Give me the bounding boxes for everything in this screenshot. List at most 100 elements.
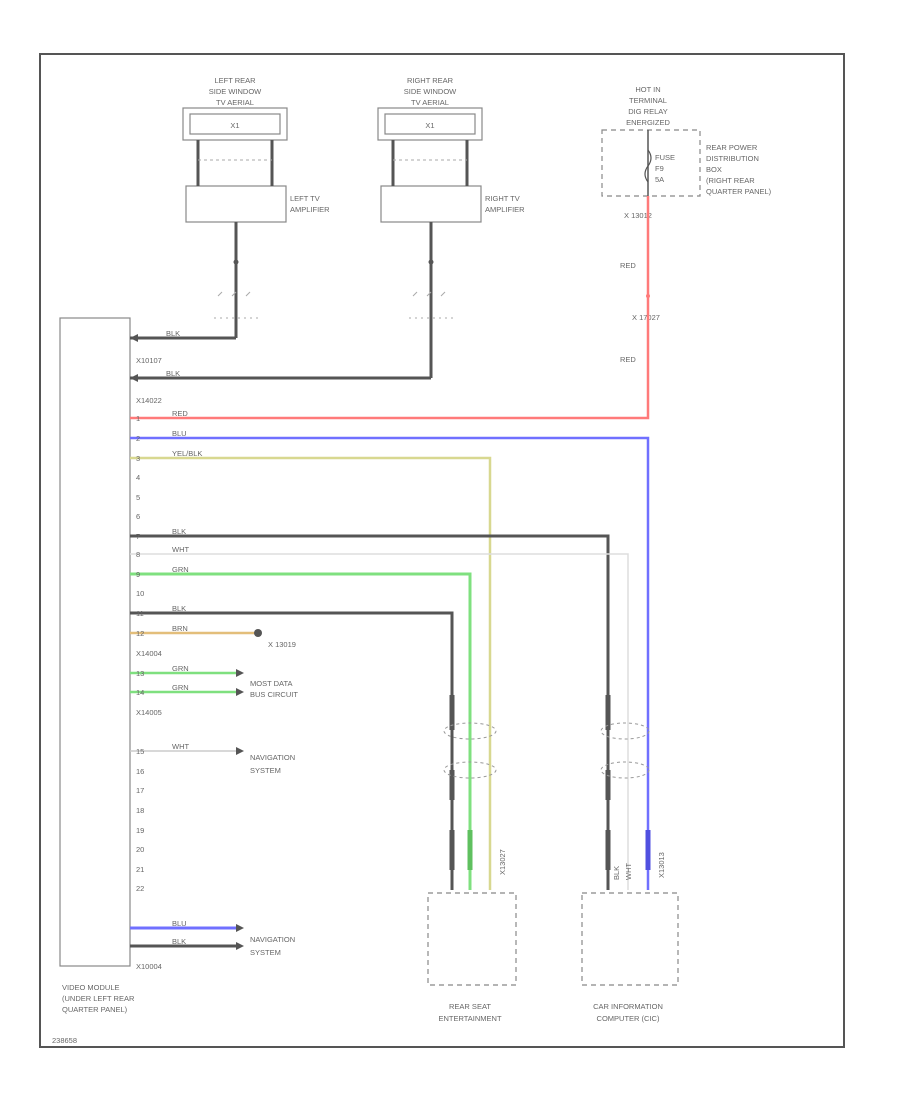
hot-in-3: DIG RELAY xyxy=(628,107,667,116)
left-antenna: LEFT REAR SIDE WINDOW TV AERIAL X1 xyxy=(182,76,288,141)
pin-6: 6 xyxy=(136,512,140,521)
pin-7: 7 xyxy=(136,532,140,541)
cic-label-2: COMPUTER (CIC) xyxy=(597,1014,660,1023)
blk-nav-label: BLK xyxy=(172,937,186,946)
pin-9: 9 xyxy=(136,570,140,579)
right-antenna-label-1: RIGHT REAR xyxy=(407,76,454,85)
video-module-label-2: (UNDER LEFT REAR xyxy=(62,994,135,1003)
x14022-label: X14022 xyxy=(136,396,162,405)
fuse-label-2: F9 xyxy=(655,164,664,173)
fuse-box: FUSE F9 5A REAR POWER DISTRIBUTION BOX (… xyxy=(601,129,772,200)
pin-14: 14 xyxy=(136,688,144,697)
pin-22: 22 xyxy=(136,884,144,893)
hot-in-2: TERMINAL xyxy=(629,96,667,105)
brn-row-label: BRN xyxy=(172,624,188,633)
pin-16: 16 xyxy=(136,767,144,776)
left-coax xyxy=(196,140,274,186)
wire-wht-cic: WHT xyxy=(130,545,629,890)
x10004-label: X10004 xyxy=(136,962,162,971)
left-amp-label-1: LEFT TV xyxy=(290,194,320,203)
cic-wht-label: WHT xyxy=(624,863,633,880)
wire-brn: BRN X 13019 X14004 xyxy=(130,624,296,658)
rse-label-2: ENTERTAINMENT xyxy=(438,1014,501,1023)
pin-4: 4 xyxy=(136,473,140,482)
nav1-label-1: NAVIGATION xyxy=(250,753,295,762)
red-row-label: RED xyxy=(172,409,188,418)
fuse-box-3: BOX xyxy=(706,165,722,174)
fuse-label-3: 5A xyxy=(655,175,664,184)
right-antenna-label-3: TV AERIAL xyxy=(411,98,449,107)
pin-15: 15 xyxy=(136,747,144,756)
left-amp: LEFT TV AMPLIFIER xyxy=(185,185,330,223)
inline-connectors: WHT BLK X13013 xyxy=(443,695,666,880)
pin-8: 8 xyxy=(136,550,140,559)
blk-row2-label: BLK xyxy=(172,604,186,613)
x14004-label: X14004 xyxy=(136,649,162,658)
module-pins: 1 2 3 4 5 6 7 8 9 10 11 12 13 14 15 16 1… xyxy=(136,414,144,893)
blk-row-label: BLK xyxy=(172,527,186,536)
pin-18: 18 xyxy=(136,806,144,815)
blu-row-label: BLU xyxy=(172,429,187,438)
pin-1: 1 xyxy=(136,414,140,423)
video-module-label-3: QUARTER PANEL) xyxy=(62,1005,128,1014)
hot-in-1: HOT IN xyxy=(635,85,660,94)
diagram-frame xyxy=(39,53,845,1048)
x13027-label: X13027 xyxy=(498,849,507,875)
video-module: VIDEO MODULE (UNDER LEFT REAR QUARTER PA… xyxy=(59,317,135,1014)
pin-3: 3 xyxy=(136,454,140,463)
left-antenna-pin: X1 xyxy=(230,121,239,130)
x13013-label: X13013 xyxy=(657,852,666,878)
pin-17: 17 xyxy=(136,786,144,795)
hot-in-label: HOT IN TERMINAL DIG RELAY ENERGIZED xyxy=(626,85,670,127)
right-antenna: RIGHT REAR SIDE WINDOW TV AERIAL X1 xyxy=(377,76,483,141)
yel-row-label: YEL/BLK xyxy=(172,449,202,458)
nav2-label-1: NAVIGATION xyxy=(250,935,295,944)
most-bus-label-2: BUS CIRCUIT xyxy=(250,690,298,699)
grn-most1-label: GRN xyxy=(172,664,189,673)
x13019-label: X 13019 xyxy=(268,640,296,649)
pin-13: 13 xyxy=(136,669,144,678)
grn-row-label: GRN xyxy=(172,565,189,574)
blk-top-label: BLK xyxy=(166,329,180,338)
right-amp: RIGHT TV AMPLIFIER xyxy=(380,185,525,223)
right-antenna-label-2: SIDE WINDOW xyxy=(404,87,457,96)
cic-blk-label: BLK xyxy=(612,866,621,880)
red-label-1: RED xyxy=(620,261,636,270)
rse-label-1: REAR SEAT xyxy=(449,1002,491,1011)
fuse-box-1: REAR POWER xyxy=(706,143,758,152)
cic-label-1: CAR INFORMATION xyxy=(593,1002,663,1011)
wht-row-label: WHT xyxy=(172,545,189,554)
blu-nav-label: BLU xyxy=(172,919,187,928)
blk-second-label: BLK xyxy=(166,369,180,378)
diagram-code: 238658 xyxy=(52,1036,77,1045)
most-bus-label-1: MOST DATA xyxy=(250,679,293,688)
wire-blu-blk-nav: BLU BLK NAVIGATION SYSTEM X10004 xyxy=(130,919,295,971)
wire-blu: BLU xyxy=(130,429,650,890)
wire-grn-rse: GRN xyxy=(130,565,472,890)
pin-2: 2 xyxy=(136,434,140,443)
rse-module: REAR SEAT ENTERTAINMENT xyxy=(427,892,517,1023)
cic-module: CAR INFORMATION COMPUTER (CIC) xyxy=(581,892,679,1023)
left-antenna-label-3: TV AERIAL xyxy=(216,98,254,107)
red-splice-connector: X 17027 xyxy=(632,313,660,322)
pin-21: 21 xyxy=(136,865,144,874)
wire-grn-most: GRN GRN MOST DATA BUS CIRCUIT X14005 xyxy=(130,664,298,717)
hot-in-4: ENERGIZED xyxy=(626,118,670,127)
wire-yel: YEL/BLK X13027 xyxy=(130,449,507,890)
wire-wht-nav: WHT NAVIGATION SYSTEM xyxy=(130,742,295,775)
pin-20: 20 xyxy=(136,845,144,854)
right-antenna-pin: X1 xyxy=(425,121,434,130)
red-label-2: RED xyxy=(620,355,636,364)
wire-blk-cic: BLK xyxy=(130,527,610,890)
x10107-label: X10107 xyxy=(136,356,162,365)
left-antenna-label-2: SIDE WINDOW xyxy=(209,87,262,96)
wire-blk-right-amp: BLK X14022 xyxy=(130,222,457,405)
right-coax xyxy=(391,140,469,186)
nav2-label-2: SYSTEM xyxy=(250,948,281,957)
left-amp-label-2: AMPLIFIER xyxy=(290,205,330,214)
fuse-box-5: QUARTER PANEL) xyxy=(706,187,772,196)
pin-11: 11 xyxy=(136,609,144,618)
wht-nav-label: WHT xyxy=(172,742,189,751)
fuse-box-4: (RIGHT REAR xyxy=(706,176,755,185)
